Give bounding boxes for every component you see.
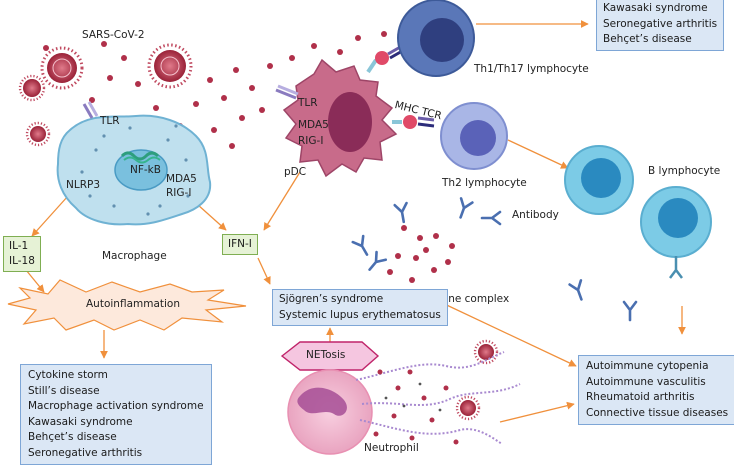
antibody-icon	[622, 300, 638, 322]
th1-th17-cell	[397, 0, 475, 77]
ifn-text: IFN-I	[228, 238, 252, 250]
disease-item: Sjögren’s syndrome	[279, 293, 384, 305]
macrophage-label: Macrophage	[102, 250, 167, 262]
nfkb-label: NF-kB	[130, 164, 161, 176]
immune-complex-label: Immune complex	[418, 293, 510, 305]
macrophage-cell	[56, 101, 212, 226]
disease-item: Seronegative arthritis	[603, 17, 718, 30]
arrow-il-to-autoinflammation	[25, 269, 45, 293]
virus-icon	[473, 339, 499, 365]
disease-item: Seronegative arthritis	[28, 446, 143, 459]
autoinflammation-label: Autoinflammation	[86, 298, 181, 310]
virus-icon	[18, 74, 46, 102]
pdc-cell	[275, 58, 398, 178]
b-lymphocyte-label: B lymphocyte	[648, 165, 721, 177]
macrophage-mda5-label: MDA5	[166, 173, 197, 185]
arrow-neutrophil-to-autoimmune	[499, 401, 575, 423]
virus-icon	[147, 43, 193, 89]
disease-item: Macrophage activation syndrome	[28, 400, 204, 412]
antibody-icon	[368, 250, 388, 271]
netosis-label: NETosis	[306, 349, 346, 361]
virus-particles	[18, 43, 499, 421]
virus-icon	[25, 121, 51, 147]
mhc-tcr-th1-icon	[366, 44, 405, 74]
ifn-box: IFN-I	[222, 234, 258, 255]
macrophage-rigi-label: RIG-I	[166, 187, 192, 199]
disease-item: Connective tissue diseases	[586, 406, 729, 419]
arrows	[25, 20, 686, 423]
pdc-label: pDC	[284, 166, 307, 178]
antibody-icon	[459, 197, 474, 219]
pdc-mda5-label: MDA5	[298, 119, 329, 131]
th1-th17-label: Th1/Th17 lymphocyte	[474, 63, 589, 75]
antibody-label: Antibody	[512, 209, 559, 221]
autoinflammation-diseases-box: Cytokine storm Still’s disease Macrophag…	[20, 364, 212, 465]
il18-text: IL-18	[9, 255, 35, 267]
autoinflammation-burst	[7, 279, 247, 331]
mhc-tcr-th2-icon	[392, 115, 435, 129]
th2-label: Th2 lymphocyte	[442, 177, 527, 189]
disease-item: Cytokine storm	[28, 369, 108, 381]
tlr-receptor-icon	[82, 101, 99, 119]
virus-icon	[455, 395, 481, 421]
arrow-immune-complex-to-autoimmune	[435, 299, 577, 367]
tlr-receptor-icon	[275, 84, 299, 100]
arrow-th2-to-bcell	[507, 139, 569, 169]
antibody-icon	[351, 234, 369, 256]
antibody-icon	[393, 201, 408, 224]
arrow-macrophage-to-il	[31, 195, 69, 237]
disease-item: Autoimmune cytopenia	[586, 360, 709, 372]
arrow-ifn-to-sjogren	[257, 257, 271, 285]
ifn-diseases-box: Sjögren’s syndrome Systemic lupus erythe…	[272, 289, 448, 326]
il1-text: IL-1	[9, 240, 29, 252]
b-lymphocyte-cell	[564, 145, 634, 215]
disease-item: Behçet’s disease	[603, 33, 692, 45]
antibody-icon	[480, 210, 502, 226]
disease-item: Rheumatoid arthritis	[586, 391, 695, 403]
disease-item: Kawasaki syndrome	[28, 415, 133, 428]
il-box: IL-1 IL-18	[3, 236, 41, 272]
arrow-pdc-to-ifn	[263, 171, 301, 231]
neutrophil-label: Neutrophil	[364, 442, 419, 454]
autoimmune-diseases-box: Autoimmune cytopenia Autoimmune vasculit…	[578, 355, 734, 425]
disease-item: Still’s disease	[28, 384, 100, 397]
disease-item: Kawasaki syndrome	[603, 2, 708, 14]
nlrp3-label: NLRP3	[66, 179, 101, 191]
disease-item: Autoimmune vasculitis	[586, 375, 706, 388]
neutrophil-cell	[287, 351, 521, 455]
netosis-shape	[280, 341, 380, 371]
th1-diseases-box: Kawasaki syndrome Seronegative arthritis…	[596, 0, 725, 51]
pdc-tlr-label: TLR	[298, 97, 318, 109]
b-lymphocyte-cell	[640, 186, 712, 279]
antibody-icon	[568, 279, 583, 301]
antibodies	[351, 197, 638, 322]
virus-icon	[40, 46, 84, 90]
sars-cov-2-label: SARS-CoV-2	[82, 29, 145, 41]
pdc-rigi-label: RIG-I	[298, 135, 324, 147]
macrophage-tlr-label: TLR	[100, 115, 120, 127]
disease-item: Systemic lupus erythematosus	[279, 308, 441, 321]
th2-cell	[440, 102, 508, 170]
disease-item: Behçet’s disease	[28, 431, 117, 443]
